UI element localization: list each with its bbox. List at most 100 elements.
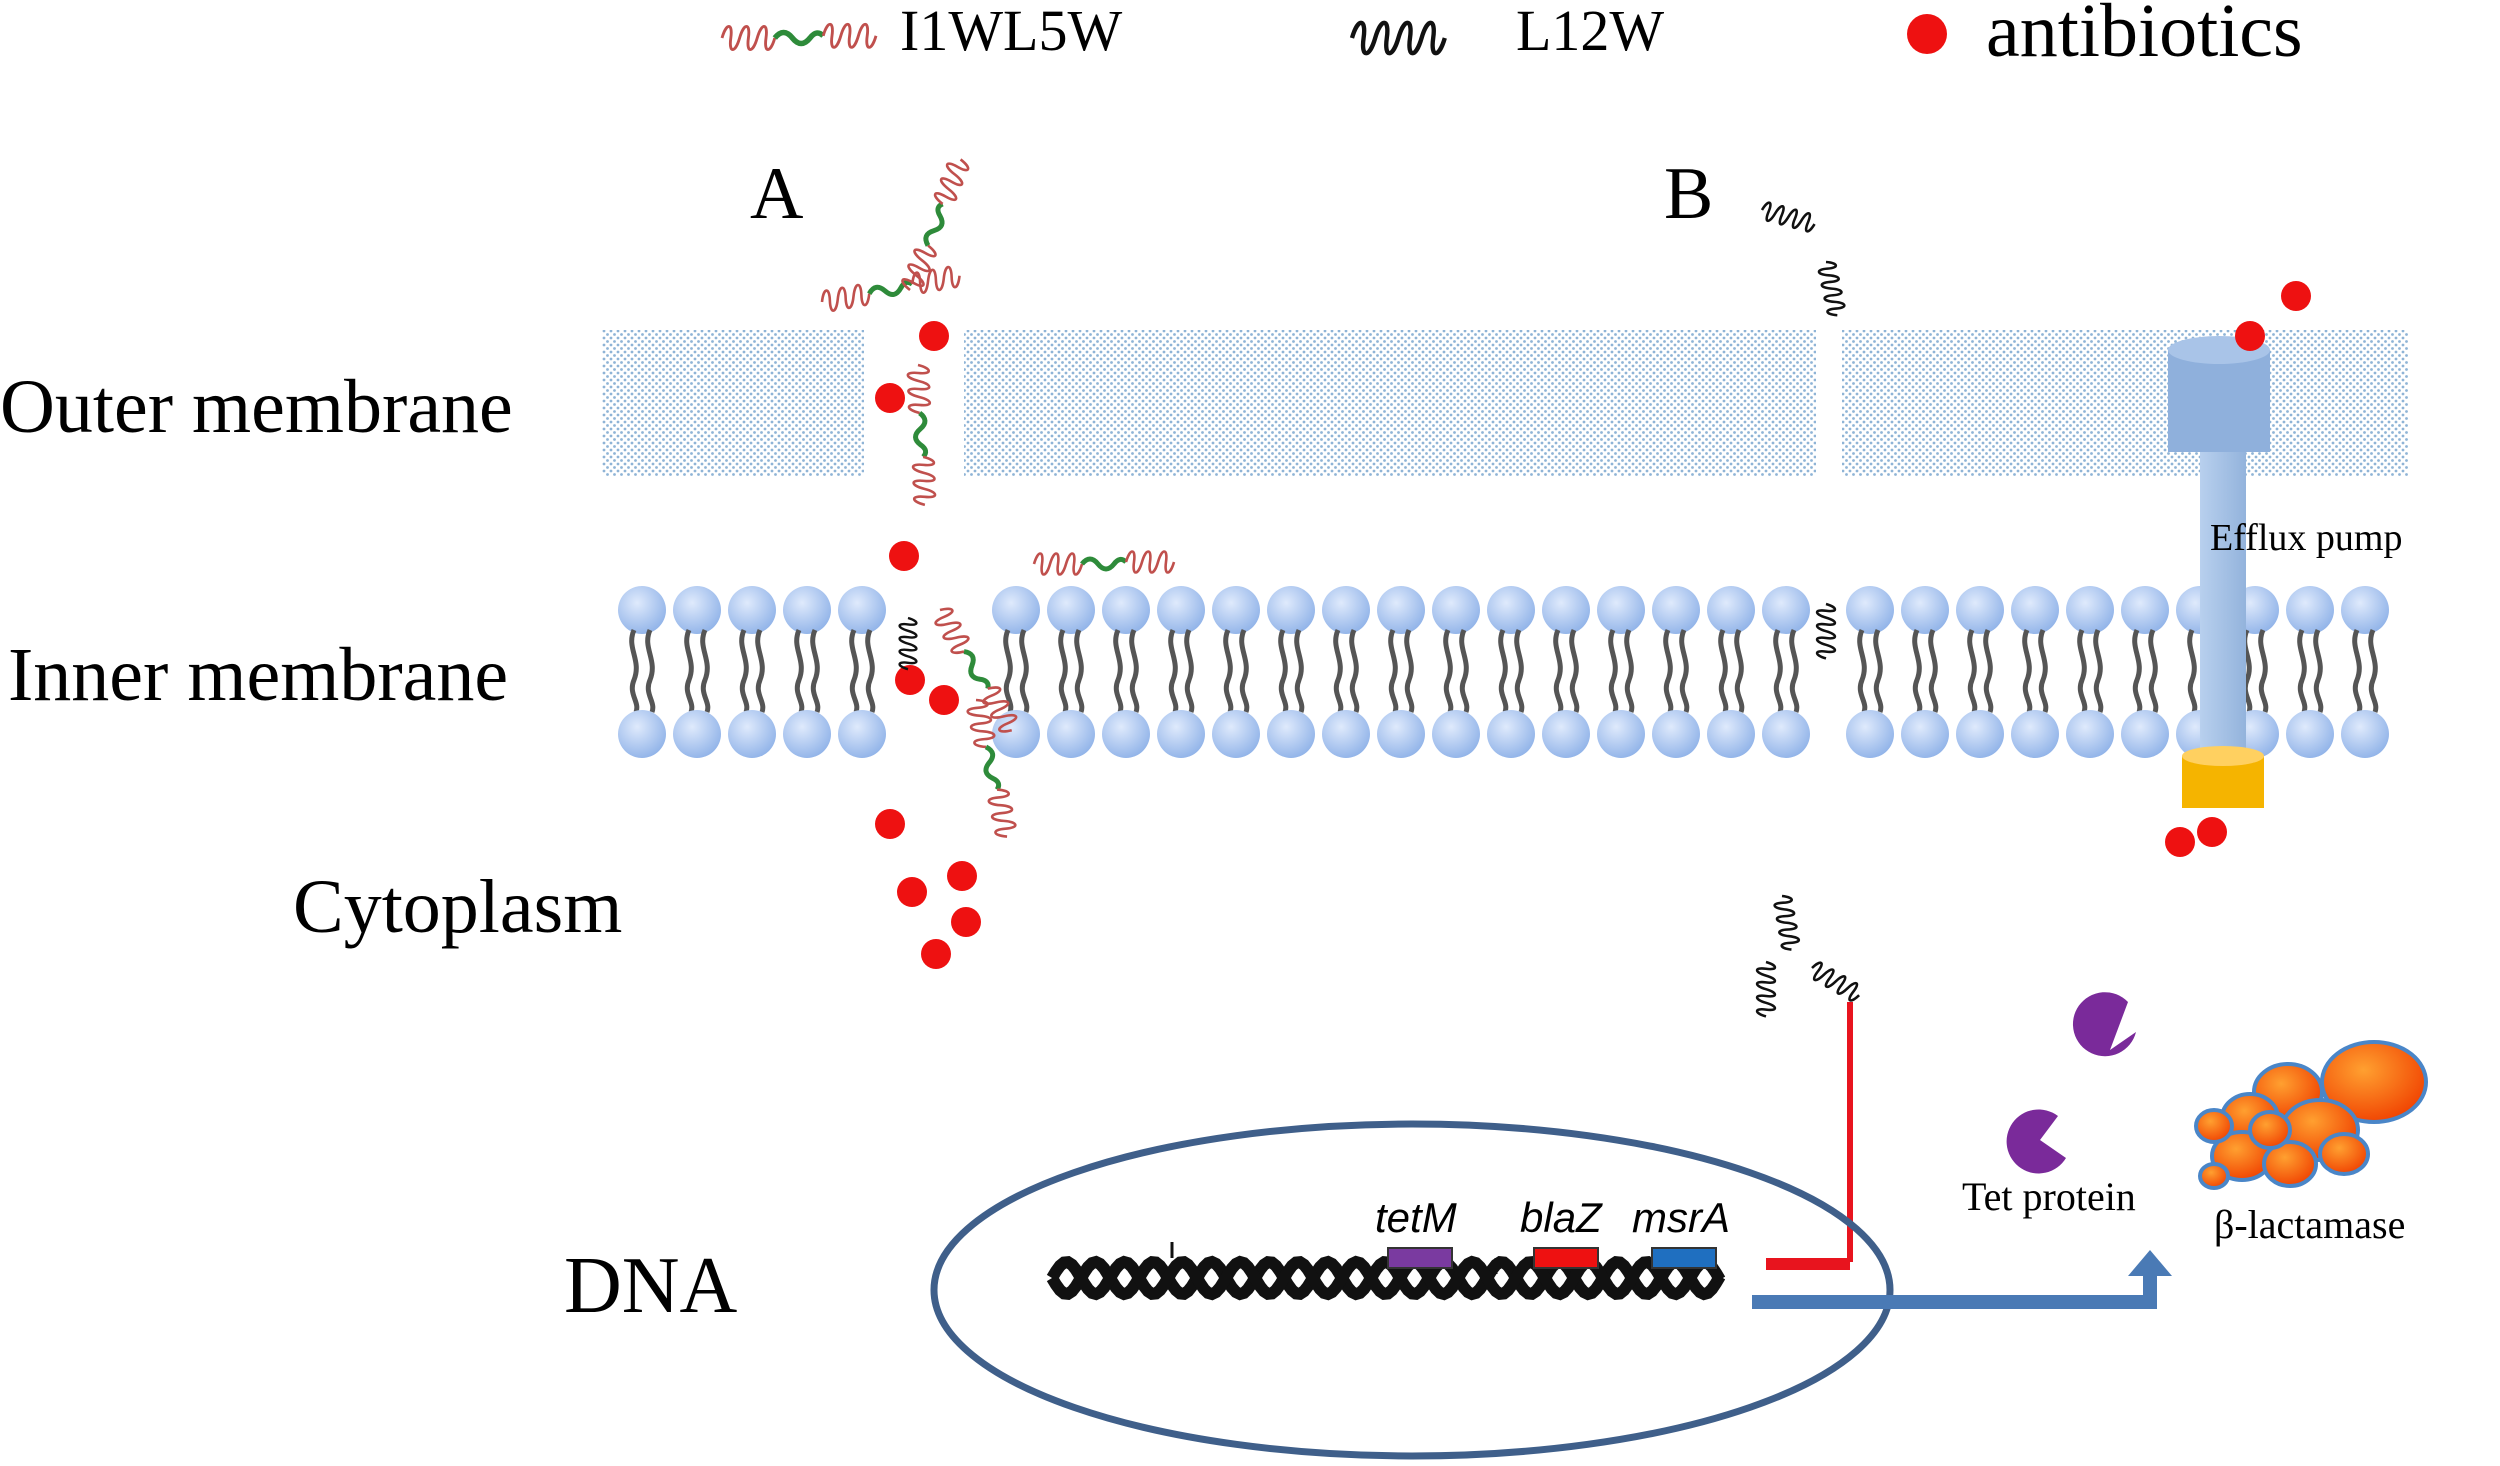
lipid-top <box>1377 586 1425 712</box>
lipid-bottom <box>1597 710 1645 758</box>
lipid-bottom <box>673 710 721 758</box>
lipid-bottom <box>1267 710 1315 758</box>
lipid-top <box>783 586 831 712</box>
lipid-top <box>1542 586 1590 712</box>
lipid-top <box>1157 586 1205 712</box>
efflux-pump-label: Efflux pump <box>2210 517 2402 559</box>
tet-protein-icon <box>2006 1109 2066 1174</box>
lipid-top <box>992 586 1040 712</box>
dna-helix <box>1046 1242 1726 1301</box>
lipid-bottom <box>1322 710 1370 758</box>
lipid-top <box>618 586 666 712</box>
antibiotic-legend-icon <box>1907 14 1947 54</box>
lipid-top <box>2341 586 2389 712</box>
antibiotic-dot <box>875 809 905 839</box>
peptide-a-legend-icon <box>722 24 876 49</box>
antibiotic-dot <box>921 939 951 969</box>
lipid-bottom <box>1846 710 1894 758</box>
outer-membrane-segment <box>1842 330 2408 476</box>
efflux-pump-base-top <box>2182 746 2264 766</box>
antibiotic-dot <box>895 665 925 695</box>
tet-protein-label: Tet protein <box>1962 1174 2136 1219</box>
antibiotic-dot <box>919 321 949 351</box>
lipid-top <box>1322 586 1370 712</box>
gene-blaZ-label: blaZ <box>1520 1194 1603 1241</box>
antibiotic-dot <box>889 541 919 571</box>
legend-peptide-b-label: L12W <box>1516 0 1664 63</box>
expression-arrow <box>1752 1250 2172 1309</box>
lipid-bottom <box>1707 710 1755 758</box>
lipid-top <box>1432 586 1480 712</box>
lipid-bottom <box>1047 710 1095 758</box>
lipid-top <box>1707 586 1755 712</box>
peptide-b <box>1771 893 1802 953</box>
gene-tetM: tetM <box>1375 1194 1457 1269</box>
tet-protein-icons <box>2006 992 2136 1174</box>
lipid-bottom <box>1377 710 1425 758</box>
lipid-bottom <box>1487 710 1535 758</box>
tet-protein-icon <box>2072 992 2136 1057</box>
antibiotic-dot <box>2197 817 2227 847</box>
antibiotic-dot <box>951 907 981 937</box>
cytoplasm-label: Cytoplasm <box>293 865 622 949</box>
lipid-bottom <box>2066 710 2114 758</box>
lipid-bottom <box>838 710 886 758</box>
lipid-bottom <box>2341 710 2389 758</box>
outer-membrane-segment <box>964 330 1816 476</box>
beta-lactamase-label: β-lactamase <box>2214 1202 2405 1247</box>
efflux-pump-outer-body <box>2168 350 2270 452</box>
lipid-top <box>1212 586 1260 712</box>
peptide-b <box>1806 958 1865 1005</box>
legend-peptide-a-label: I1WL5W <box>900 0 1122 63</box>
lipid-bottom <box>1652 710 1700 758</box>
lipid-top <box>1047 586 1095 712</box>
lipid-bottom <box>1157 710 1205 758</box>
gene-blaZ: blaZ <box>1520 1194 1603 1269</box>
dna-label: DNA <box>564 1242 738 1330</box>
lipid-top <box>1901 586 1949 712</box>
efflux-pump <box>2168 336 2270 808</box>
peptide-a <box>1034 552 1174 575</box>
lipid-top <box>728 586 776 712</box>
peptide-b <box>1755 960 1777 1018</box>
antibiotic-dot <box>2165 827 2195 857</box>
lipid-top <box>1487 586 1535 712</box>
nucleoid-ellipse <box>930 1120 1894 1460</box>
lipid-top <box>1846 586 1894 712</box>
outer-membrane-label: Outer membrane <box>0 365 513 449</box>
lipid-top <box>673 586 721 712</box>
lipid-top <box>838 586 886 712</box>
antibiotics <box>875 281 2311 969</box>
gene-tetM-label: tetM <box>1375 1194 1457 1241</box>
efflux-pump-channel <box>2200 450 2246 760</box>
lipid-bottom <box>2121 710 2169 758</box>
lipid-bottom <box>728 710 776 758</box>
lipid-top <box>1956 586 2004 712</box>
peptide-a <box>820 265 962 312</box>
lipid-top <box>1597 586 1645 712</box>
lipid-bottom <box>1901 710 1949 758</box>
peptide-b-legend-icon <box>1352 23 1445 53</box>
gene-tetM-box <box>1387 1247 1453 1269</box>
antibiotic-dot <box>947 861 977 891</box>
inhibition-symbol <box>1766 1002 1853 1270</box>
lipid-bottom <box>2011 710 2059 758</box>
lipid-bottom <box>2286 710 2334 758</box>
gene-msrA-label: msrA <box>1632 1194 1730 1241</box>
lipid-bottom <box>1102 710 1150 758</box>
gene-msrA: msrA <box>1632 1194 1730 1269</box>
lipid-top <box>2286 586 2334 712</box>
outer-membrane-segment <box>602 330 864 476</box>
panel-a-label: A <box>750 153 803 235</box>
lipid-bottom <box>1956 710 2004 758</box>
lipid-top <box>2011 586 2059 712</box>
lipid-bottom <box>618 710 666 758</box>
gene-msrA-box <box>1651 1247 1717 1269</box>
legend: I1WL5W L12W antibiotics <box>722 0 2303 73</box>
peptide-a <box>908 365 936 506</box>
lipid-top <box>1652 586 1700 712</box>
lipid-bottom <box>1212 710 1260 758</box>
lipid-top <box>2066 586 2114 712</box>
lipid-top <box>1267 586 1315 712</box>
